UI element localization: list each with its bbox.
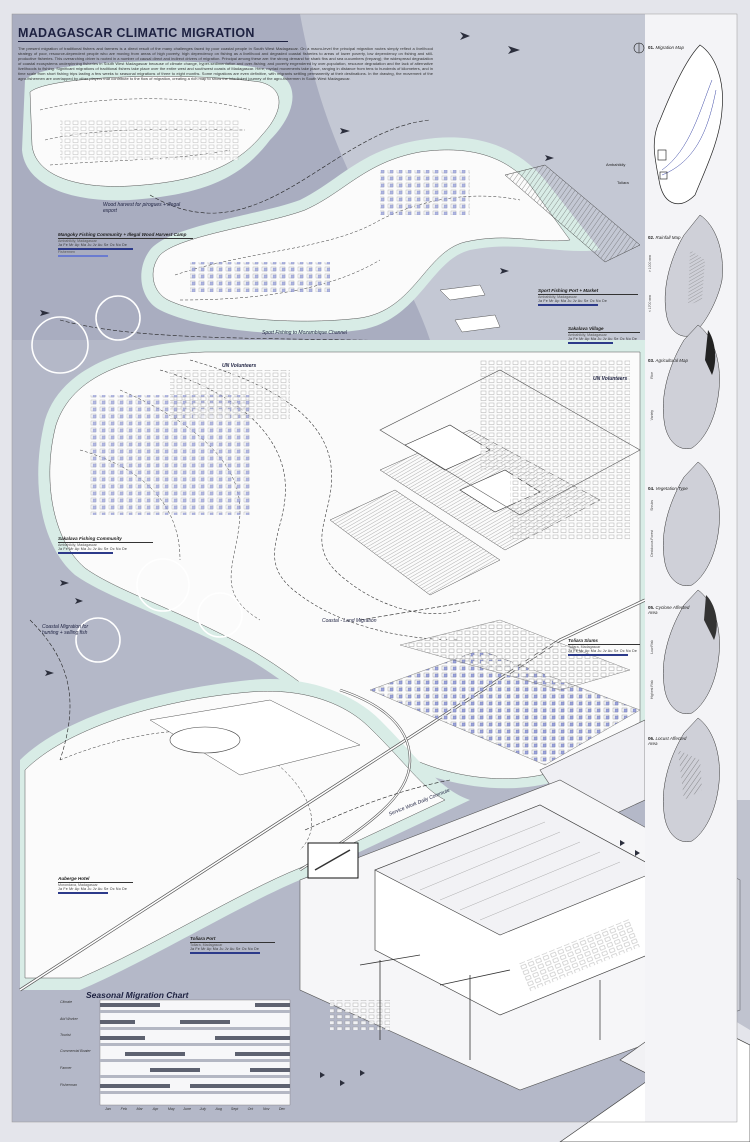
map-name: Migration Map — [655, 45, 685, 50]
map-name: Locust Affected Area — [648, 736, 687, 746]
chart-month-axis: Jan Feb Mar Apr May June July Aug Sept O… — [100, 1107, 290, 1111]
chart-month-label: Apr — [152, 1107, 159, 1111]
map-04-label: 04. Vegetation Type — [648, 486, 688, 491]
map-03-axis-bottom: Variety — [650, 410, 654, 421]
location-name: Toliara Port — [190, 936, 275, 943]
location-bar — [568, 342, 613, 344]
chart-row-label: Fisherman — [60, 1083, 77, 1087]
location-toliara-slums: Toliara Slums Toliara, Madagascar Ja Fe … — [568, 638, 640, 656]
location-months: Ja Fe Mr Ap Ma Ju Jv Au Se Oc No De — [58, 887, 128, 891]
map-03-axis-top: Rice — [650, 372, 654, 379]
chart-month-label: Aug — [215, 1107, 222, 1111]
map-02-label: 02. Rainfall Map — [648, 235, 681, 240]
chart-month-label: Oct — [247, 1107, 254, 1111]
location-bar-secondary — [58, 255, 108, 257]
chart-month-label: Jan — [105, 1107, 111, 1111]
location-bar — [58, 248, 133, 250]
chart-month-label: May — [167, 1107, 175, 1111]
label-coastal-migration: Coastal Migration for hunting + selling … — [42, 624, 89, 636]
location-sakalava-fishing: Sakalava Fishing Community Ambahikily, M… — [58, 536, 153, 554]
chart-month-label: Sept — [230, 1107, 239, 1111]
label-un-volunteers-1: UN Volunteers — [222, 363, 257, 369]
chart-row-label: Commercial Boater — [60, 1049, 91, 1053]
map-05-axis-bottom: Highest Risk — [650, 680, 654, 700]
map-02-axis-top: > 1000 mm — [648, 255, 652, 273]
poster-title: MADAGASCAR CLIMATIC MIGRATION — [18, 26, 255, 40]
chart-month-label: Nov — [262, 1107, 270, 1111]
location-sub: Toliara, Madagascar — [568, 645, 601, 649]
map-num: 03. — [648, 358, 655, 363]
location-bar — [190, 952, 260, 954]
location-bar — [58, 552, 113, 554]
location-auberge: Auberge Hotel Morondava, Madagascar Ja F… — [58, 876, 133, 894]
title-rule — [18, 41, 288, 42]
map-03-label: 03. Agricultural Map — [648, 358, 688, 363]
label-coastal-land: Coastal - Land Migration — [322, 618, 377, 624]
location-sport-port: Sport Fishing Port + Market Ambahikily, … — [538, 288, 638, 306]
location-sub: Toliara, Madagascar — [190, 943, 223, 947]
location-bar — [568, 654, 628, 656]
map-num: 01. — [648, 45, 655, 50]
location-name: Toliara Slums — [568, 638, 640, 645]
map-05-label: 05. Cyclone Affected Area — [648, 605, 693, 615]
map-name: Vegetation Type — [655, 486, 688, 491]
location-name: Sport Fishing Port + Market — [538, 288, 638, 295]
label-wood-harvest: Wood harvest for pirogues + illegal expo… — [103, 202, 181, 214]
location-sub: Ambahikily, Madagascar — [58, 543, 97, 547]
map-04-axis-bottom: Deciduous Forest — [650, 530, 654, 557]
location-mangoky: Mangoky Fishing Community + Illegal Wood… — [58, 232, 193, 257]
location-sub: Ambahikily, Madagascar — [568, 333, 607, 337]
chart-month-label: Dec — [278, 1107, 286, 1111]
map-num: 04. — [648, 486, 655, 491]
location-sub: Ambahikily, Madagascar — [538, 295, 577, 299]
map-num: 02. — [648, 235, 655, 240]
location-name: Mangoky Fishing Community + Illegal Wood… — [58, 232, 193, 239]
location-months: Ja Fe Mr Ap Ma Ju Jv Au Se Oc No De — [568, 337, 638, 341]
location-months: Ja Fe Mr Ap Ma Ju Jv Au Se Oc No De — [568, 649, 638, 653]
chart-month-label: July — [199, 1107, 207, 1111]
location-bar — [58, 892, 108, 894]
map-num: 06. — [648, 736, 655, 741]
location-months: Ja Fe Mr Ap Ma Ju Jv Au Se Oc No De — [538, 299, 608, 303]
map-name: Rainfall Map — [655, 235, 681, 240]
map-01-place-a: Ambahikily — [606, 162, 626, 167]
map-num: 05. — [648, 605, 655, 610]
location-sakalava-village: Sakalava Village Ambahikily, Madagascar … — [568, 326, 640, 344]
map-04-axis-top: Shrubs — [650, 500, 654, 511]
chart-month-label: Feb — [120, 1107, 127, 1111]
map-01-label: 01. Migration Map — [648, 45, 684, 50]
location-name: Auberge Hotel — [58, 876, 133, 883]
map-name: Agricultural Map — [655, 358, 689, 363]
map-01-place-b: Toliara — [617, 180, 629, 185]
location-months: Ja Fe Mr Ap Ma Ju Jv Au Se Oc No De — [190, 947, 260, 951]
seasonal-chart-grid — [99, 999, 291, 1106]
location-toliara-port: Toliara Port Toliara, Madagascar Ja Fe M… — [190, 936, 275, 954]
location-bar — [538, 304, 598, 306]
seasonal-chart-title: Seasonal Migration Chart — [86, 990, 189, 1000]
map-02-axis-bottom: < 1700 mm — [648, 295, 652, 313]
location-months: Ja Fe Mr Ap Ma Ju Jv Au Se Oc No De — [58, 243, 128, 247]
chart-row-label: Farmer — [60, 1066, 72, 1070]
intro-paragraph: The present migration of traditional fis… — [18, 46, 433, 81]
location-months: Ja Fe Mr Ap Ma Ju Jv Au Se Oc No De — [58, 547, 128, 551]
location-sub: Morondava, Madagascar — [58, 883, 98, 887]
chart-month-label: June — [183, 1107, 191, 1111]
chart-row-label: Tourist — [60, 1033, 71, 1037]
chart-month-label: Mar — [136, 1107, 143, 1111]
label-un-volunteers-2: UN Volunteers — [593, 376, 628, 382]
map-05-axis-top: Low Risk — [650, 640, 654, 654]
map-name: Cyclone Affected Area — [648, 605, 690, 615]
location-name: Sakalava Village — [568, 326, 640, 333]
label-sport-fishing-channel: Sport Fishing to Mozambique Channel — [262, 330, 348, 336]
chart-row-label: Climate — [60, 1000, 73, 1004]
chart-row-label: Aid Worker — [60, 1017, 78, 1021]
map-06-label: 06. Locust Affected Area — [648, 736, 693, 746]
location-name: Sakalava Fishing Community — [58, 536, 153, 543]
location-extra: Fishermen — [58, 250, 75, 254]
location-sub: Ambahikily, Madagascar — [58, 239, 97, 243]
